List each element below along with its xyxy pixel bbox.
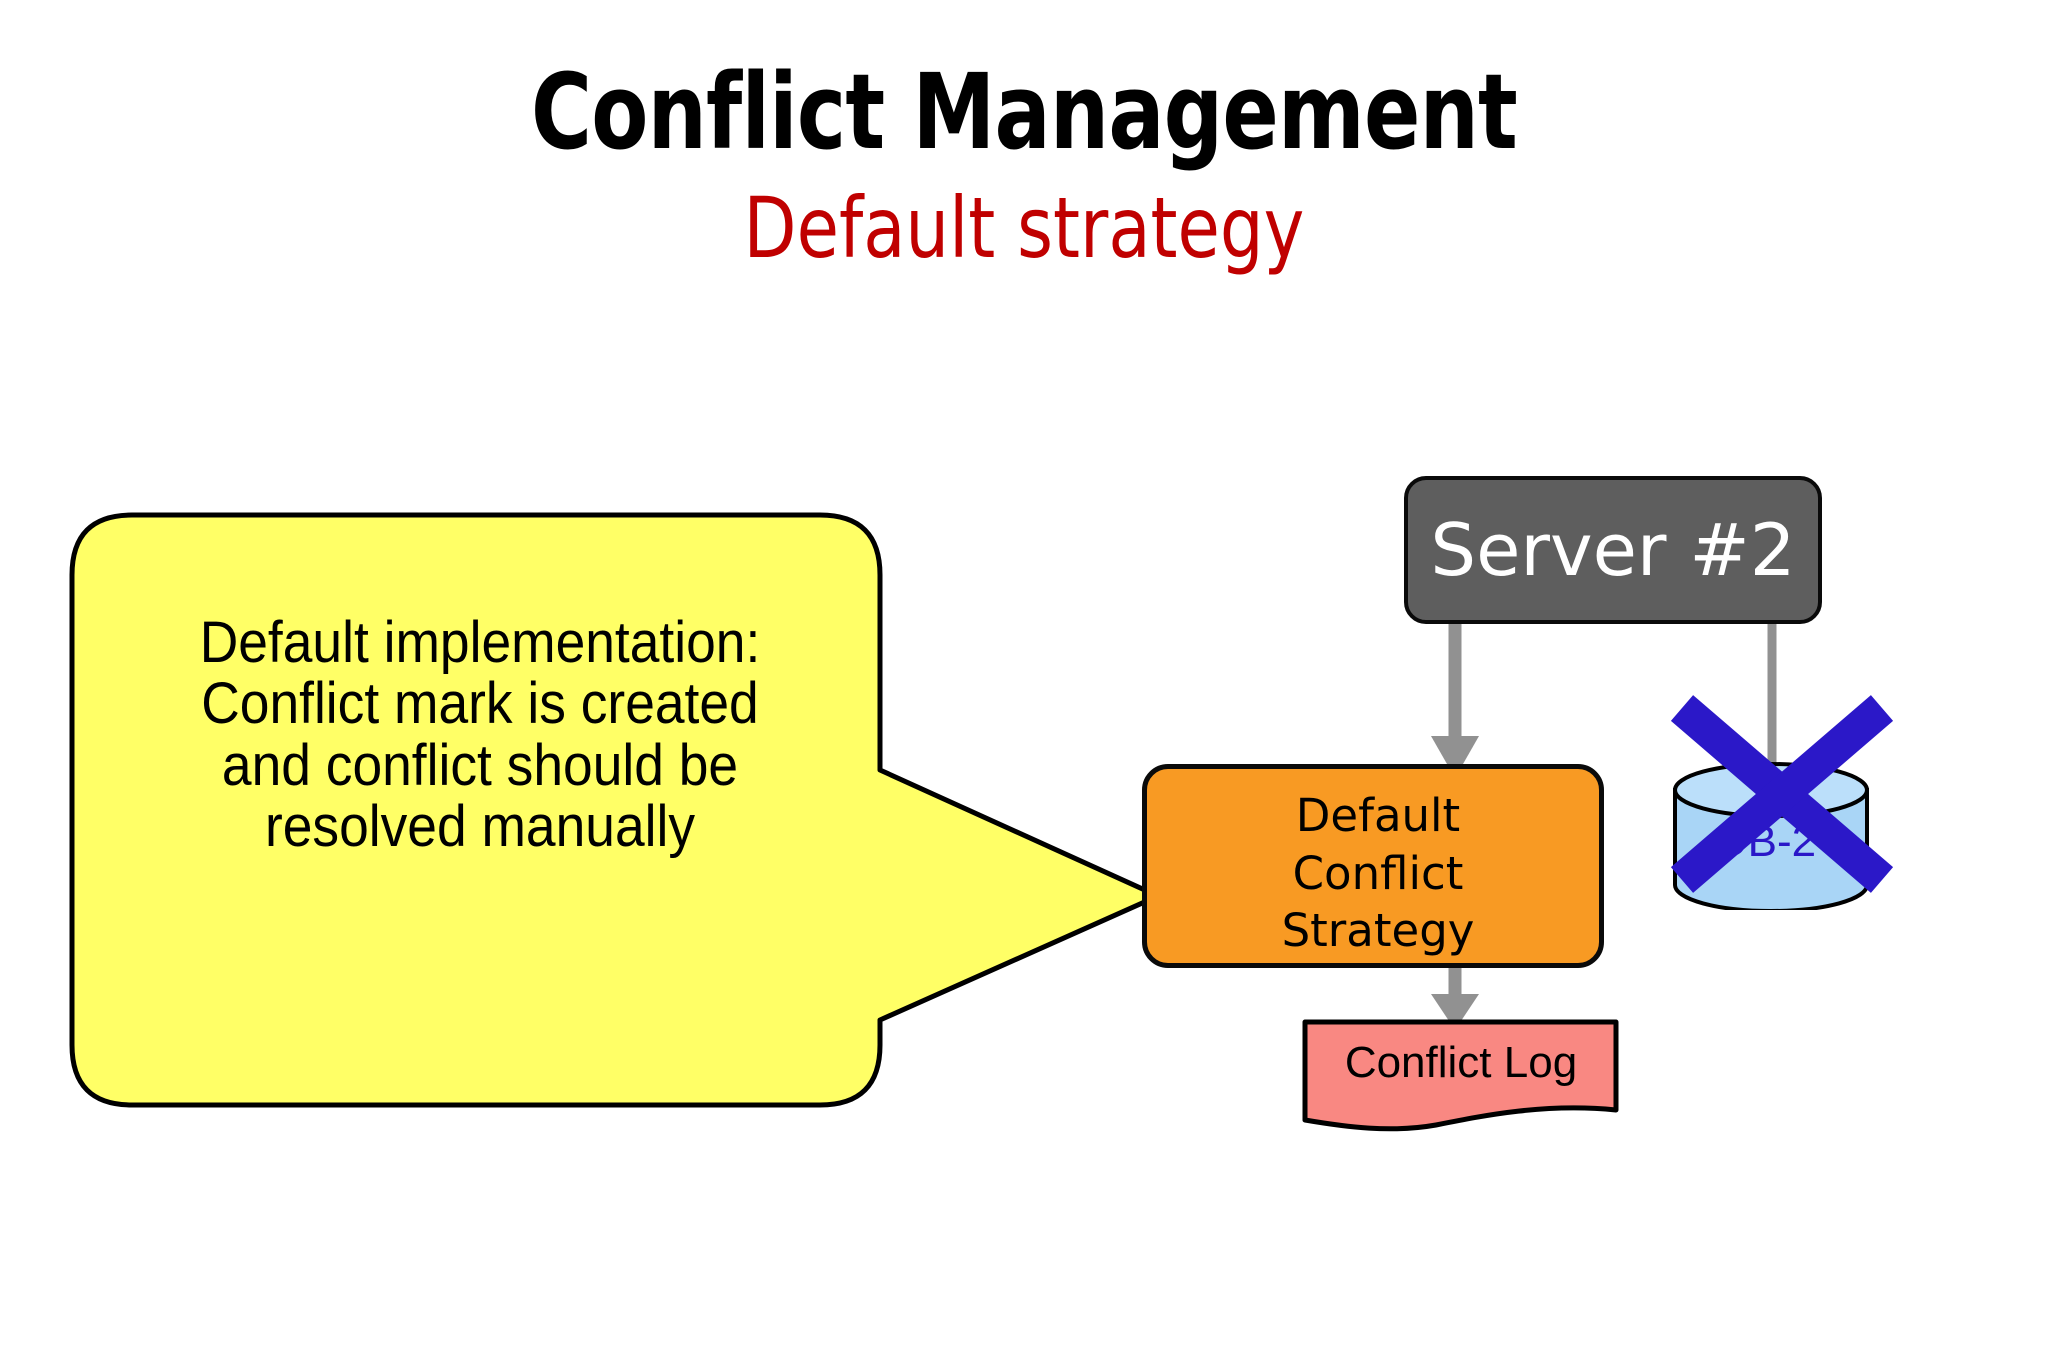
strategy-label: Default Conflict Strategy — [1147, 787, 1609, 960]
callout-line-2: Conflict mark is created — [201, 671, 759, 737]
callout-text: Default implementation: Conflict mark is… — [112, 612, 848, 858]
arrow-server-to-strategy — [1431, 622, 1479, 778]
title-block: Conflict Management Default strategy — [0, 60, 2048, 270]
callout-line-1: Default implementation: — [199, 610, 761, 675]
database-cylinder-icon — [1673, 762, 1869, 910]
conflict-log-label: Conflict Log — [1344, 1038, 1578, 1087]
server-node[interactable]: Server #2 — [1404, 476, 1822, 624]
strategy-line-3: Strategy — [1281, 904, 1475, 958]
strategy-line-1: Default — [1295, 789, 1461, 842]
server-label: Server #2 — [1430, 508, 1796, 592]
default-conflict-strategy-node[interactable]: Default Conflict Strategy — [1142, 764, 1604, 968]
strategy-line-2: Conflict — [1292, 846, 1464, 900]
page-title: Conflict Management — [531, 51, 1518, 173]
page-subtitle: Default strategy — [743, 179, 1305, 277]
conflict-log-shape — [1302, 1019, 1619, 1132]
callout-shape — [69, 512, 1161, 1108]
callout-line-3: and conflict should be — [221, 732, 739, 798]
callout-balloon: Default implementation: Conflict mark is… — [60, 500, 1180, 1125]
callout-line-4: resolved manually — [264, 794, 696, 860]
database-node[interactable]: DB-2 — [1660, 700, 1890, 910]
conflict-log-node[interactable]: Conflict Log — [1296, 1015, 1626, 1135]
